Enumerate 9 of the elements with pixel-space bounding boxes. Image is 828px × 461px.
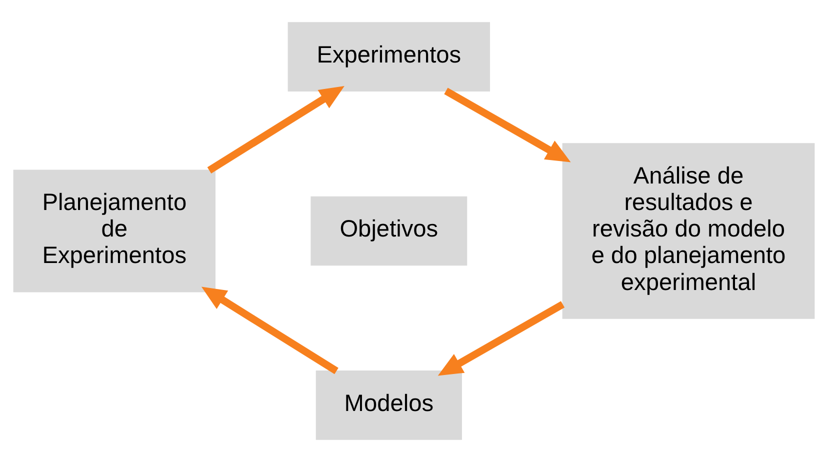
arrow [201, 286, 338, 374]
arrow [207, 86, 344, 173]
node-box: Planejamento de Experimentos [13, 169, 216, 292]
node-box: Análise de resultados e revisão do modelo e do planejamento experimental [562, 142, 815, 318]
node-box: Modelos [316, 370, 462, 440]
node-box: Objetivos [310, 196, 468, 266]
arrow [444, 87, 571, 162]
node-box: Experimentos [288, 22, 490, 92]
arrow [438, 300, 565, 376]
